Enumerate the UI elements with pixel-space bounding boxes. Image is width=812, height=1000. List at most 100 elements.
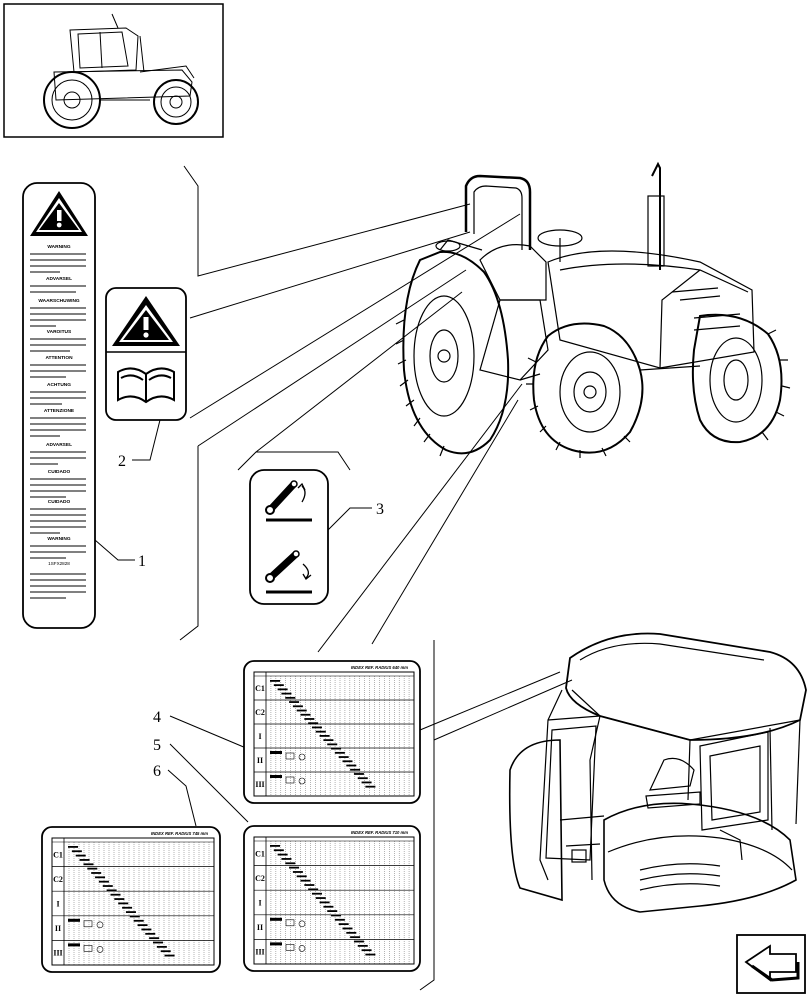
speed-bar — [361, 781, 372, 784]
setting-icon — [270, 917, 282, 921]
decal-1-heading-5: ATTENTION — [45, 355, 73, 361]
speed-bar — [308, 722, 319, 725]
speed-chart-frame — [41, 826, 221, 973]
gear-range-label: III — [255, 948, 264, 957]
gear-range-label: II — [257, 756, 263, 765]
speed-bar — [342, 760, 353, 763]
speed-bar — [292, 871, 303, 873]
gear-range-label: C2 — [255, 874, 265, 883]
speed-bar — [357, 777, 368, 780]
speed-bar — [353, 940, 364, 943]
setting-icon — [285, 776, 295, 784]
speed-bar — [304, 718, 315, 720]
speed-bar — [87, 867, 98, 870]
speed-bar — [304, 884, 315, 886]
speed-bar — [334, 751, 345, 754]
gear-range-label: II — [257, 923, 263, 932]
speed-bar — [296, 875, 307, 878]
next-page-arrow-icon[interactable] — [736, 934, 806, 994]
decal-1-heading-2: ADVARSEL — [46, 276, 72, 282]
decal-3-lift-control — [249, 469, 329, 605]
tractor-illustration — [395, 161, 791, 458]
manual-book-icon — [117, 367, 175, 404]
speed-bar — [361, 949, 372, 952]
speed-bar — [296, 709, 307, 712]
speed-bar — [68, 846, 78, 848]
speed-bar — [311, 726, 322, 729]
setting-icon — [270, 775, 282, 778]
speed-bar — [300, 713, 311, 716]
speed-bar — [98, 880, 109, 883]
speed-bar — [292, 705, 303, 708]
speed-bar — [102, 885, 113, 887]
speed-chart-title: INDEX REF. RADIUS 640 mm — [351, 665, 408, 670]
speed-bar — [270, 845, 280, 847]
setting-icon — [285, 919, 295, 927]
leader-lines — [179, 165, 573, 991]
gear-range-label: III — [255, 780, 264, 789]
setting-icon — [83, 920, 93, 928]
decal-1-heading-9: CUIDADO — [48, 469, 71, 475]
speed-bar — [365, 785, 376, 788]
speed-bar — [338, 923, 349, 926]
speed-bar — [323, 905, 334, 908]
speed-bar — [125, 911, 136, 913]
gear-range-label: I — [258, 899, 261, 908]
decal-1-heading-11: WARNING — [47, 536, 70, 542]
speed-bar — [270, 680, 280, 682]
speed-bar — [331, 914, 342, 917]
gear-range-label: I — [258, 732, 261, 741]
setting-icon — [83, 945, 93, 952]
speed-bar — [315, 897, 326, 899]
speed-bar — [281, 858, 292, 860]
speed-bar — [285, 862, 296, 865]
speed-bar — [129, 915, 140, 918]
cab-illustration — [508, 632, 807, 913]
speed-bar — [289, 866, 300, 869]
speed-bar — [319, 901, 330, 904]
callout-1: 1 — [138, 553, 146, 570]
speed-bar — [122, 906, 133, 909]
speed-bar — [319, 735, 330, 737]
speed-bar — [141, 928, 152, 931]
speed-bar — [106, 889, 117, 892]
gear-range-label: C1 — [255, 684, 265, 693]
speed-bar — [160, 950, 171, 953]
setting-icon — [270, 751, 282, 754]
speed-bar — [149, 937, 160, 940]
speed-bar — [357, 944, 368, 947]
speed-bar — [145, 932, 156, 935]
setting-icon — [270, 942, 282, 946]
speed-bar — [289, 701, 300, 703]
speed-chart-title: INDEX REF. RADIUS 710 mm — [351, 830, 408, 835]
speed-bar — [342, 927, 353, 930]
warning-triangle-icon — [112, 296, 180, 346]
speed-bar — [346, 931, 357, 934]
speed-bar — [315, 730, 326, 733]
decal-2-read-manual — [105, 287, 187, 421]
decal-1-heading-8: ADVARSEL — [46, 442, 72, 448]
speed-bar — [137, 924, 148, 927]
speed-bar — [133, 919, 144, 922]
decal-1-code: 1SFX2828 — [48, 561, 70, 566]
setting-icon — [298, 945, 306, 952]
setting-icon — [68, 918, 80, 922]
setting-icon — [96, 921, 104, 929]
speed-bar — [79, 859, 90, 861]
speed-bar — [308, 888, 319, 891]
speed-bar — [365, 953, 376, 956]
decal-1-heading-1: WARNING — [47, 244, 70, 250]
speed-bar — [281, 692, 292, 695]
speed-bar — [114, 898, 125, 900]
gear-range-label: C1 — [255, 849, 265, 858]
decal-1-rollover-warning: WARNING ADVARSEL WAARSCHUWING VAROITUS A… — [22, 182, 96, 629]
speed-bar — [273, 849, 284, 852]
speed-bar — [156, 945, 167, 948]
speed-chart-title: INDEX REF. RADIUS 745 mm — [151, 831, 208, 836]
callout-5: 5 — [153, 737, 161, 754]
gear-range-label: I — [56, 900, 59, 909]
speed-bar — [273, 684, 284, 687]
speed-bar — [346, 764, 357, 767]
